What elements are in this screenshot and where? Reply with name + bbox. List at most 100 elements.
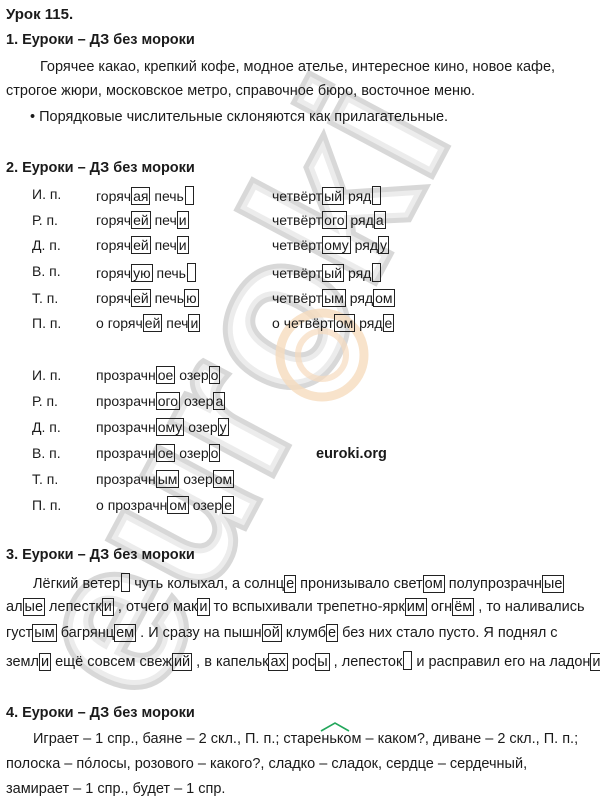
noun-stem: печ	[154, 212, 177, 228]
zero-ending	[121, 573, 131, 592]
zero-ending	[403, 651, 413, 670]
adj-stem: горяч	[96, 290, 132, 306]
noun-stem: озер	[188, 419, 218, 435]
noun-ending: и	[188, 314, 201, 332]
ending-box: ой	[261, 624, 282, 642]
text-segment: ал	[6, 599, 23, 615]
zero-ending	[372, 186, 382, 205]
noun-ending: ом	[373, 289, 395, 307]
adj-stem: прозрачн	[96, 471, 156, 487]
noun-stem: печь	[156, 265, 186, 281]
text-segment: , лепесток	[329, 654, 403, 670]
adj-ending: ым	[155, 470, 180, 488]
ending-box: ы	[315, 653, 330, 671]
ending-box: и	[590, 653, 600, 671]
case-label-b: Д. п.	[32, 419, 61, 435]
adj-stem: прозрачн	[96, 419, 156, 435]
ex4-line1-start: Играет – 1 спр., баяне – 2 скл., П. п.; …	[33, 731, 322, 747]
text-segment: и расправил его на ладон	[412, 654, 591, 670]
text-segment: без них стало пусто. Я поднял с	[338, 625, 558, 641]
adj-ending: ом	[167, 496, 189, 514]
text-segment: . И сразу на пышн	[136, 625, 262, 641]
case-label-a: В. п.	[32, 263, 61, 279]
noun-stem: ряд	[347, 188, 372, 204]
text-segment: Лёгкий ветер	[33, 576, 121, 592]
ending-box: ий	[171, 653, 193, 671]
case-label-a: Р. п.	[32, 212, 58, 228]
adj-stem: прозрачн	[96, 445, 156, 461]
ex1-note: • Порядковые числительные склоняются как…	[30, 109, 449, 125]
text-segment: ещё совсем свеж	[51, 654, 172, 670]
site-label: euroki.org	[316, 446, 387, 462]
ex4-line3: замирает – 1 спр., будет – 1 спр.	[6, 781, 226, 797]
noun-stem: ряд	[359, 315, 383, 331]
suffix-arc-mark	[320, 722, 350, 732]
ending-box: ём	[452, 598, 475, 616]
text-segment: лепестк	[45, 599, 102, 615]
ending-box: ым	[32, 624, 57, 642]
adj-stem: прозрачн	[96, 367, 156, 383]
preposition: о	[96, 315, 108, 331]
lesson-title: Урок 115.	[6, 6, 74, 23]
adj-ending: ое	[155, 444, 176, 462]
noun-ending: о	[208, 444, 221, 462]
adj-stem: горяч	[96, 265, 132, 281]
noun-stem: озер	[183, 471, 213, 487]
noun-ending: ю	[184, 289, 199, 307]
adj-ending: ого	[155, 392, 181, 410]
adj-ending: ое	[155, 366, 176, 384]
adj-ending: ей	[131, 289, 151, 307]
noun-ending: а	[213, 392, 226, 410]
ex4-heading: 4. Еуроки – ДЗ без мороки	[6, 705, 195, 721]
noun-stem: печь	[154, 188, 184, 204]
adj-ending: ей	[131, 211, 151, 229]
adj-stem: четвёрт	[283, 315, 334, 331]
adj-ending: ей	[131, 236, 151, 254]
noun-stem: озер	[183, 393, 214, 409]
ex1-heading: 1. Еуроки – ДЗ без мороки	[6, 32, 195, 48]
adj-stem: четвёрт	[272, 237, 323, 253]
adj-stem: горяч	[96, 237, 132, 253]
adj-stem: горяч	[96, 212, 132, 228]
noun-ending: ом	[212, 470, 235, 488]
case-label-b: Р. п.	[32, 393, 58, 409]
noun-ending: а	[373, 211, 386, 229]
ending-box: е	[326, 624, 339, 642]
ex1-line2: строгое жюри, московское метро, справочн…	[6, 83, 475, 99]
noun-ending: у	[217, 418, 229, 436]
adj-ending: ому	[322, 236, 351, 254]
adj-ending: ому	[155, 418, 185, 436]
text-segment: , отчего мак	[113, 599, 198, 615]
ex4-line2: полоска – пóлосы, розового – какого?, сл…	[6, 756, 528, 772]
text-segment: чуть колыхал, а солнц	[130, 576, 285, 592]
noun-stem: ряд	[354, 237, 379, 253]
adj-ending: ую	[131, 264, 153, 282]
ending-box: им	[404, 598, 427, 616]
text-segment: огн	[426, 599, 453, 615]
adj-stem: четвёрт	[272, 188, 323, 204]
ending-box: е	[284, 575, 297, 593]
adj-stem: прозрачн	[96, 393, 156, 409]
case-label-a: И. п.	[32, 186, 62, 202]
ex4-line1: Играет – 1 спр., баяне – 2 скл., П. п.; …	[33, 722, 578, 747]
ex2-heading: 2. Еуроки – ДЗ без мороки	[6, 160, 195, 176]
case-label-a: Т. п.	[32, 290, 59, 306]
text-segment: клумб	[281, 625, 327, 641]
noun-stem: печ	[154, 237, 177, 253]
ending-box: ем	[114, 624, 137, 642]
